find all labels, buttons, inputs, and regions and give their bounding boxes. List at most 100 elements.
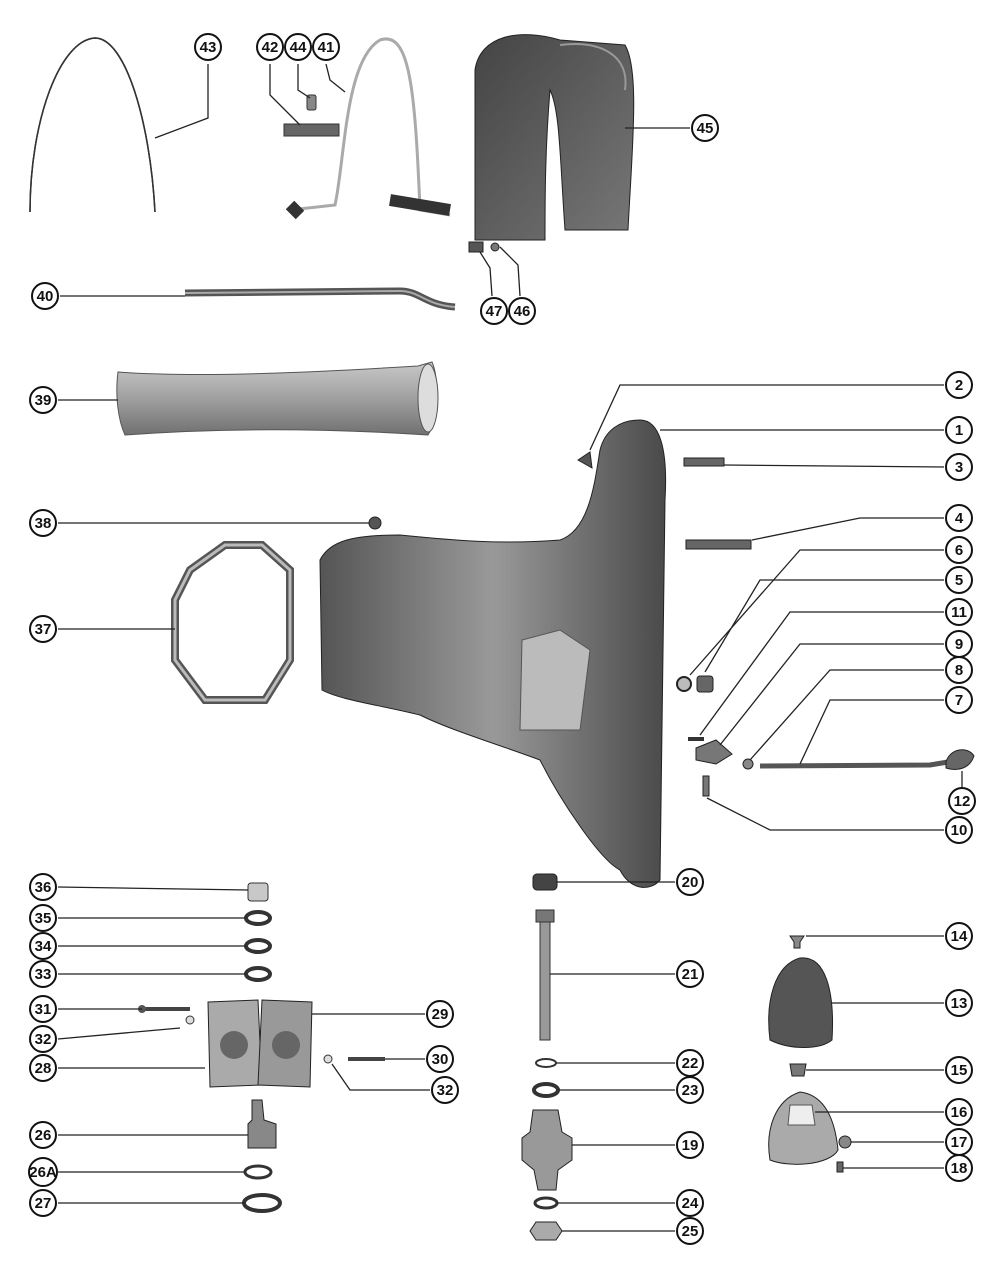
part-13-cover bbox=[768, 957, 833, 1048]
svg-text:2: 2 bbox=[955, 377, 963, 394]
svg-text:29: 29 bbox=[432, 1006, 449, 1023]
callout-32-right: 32 bbox=[431, 1076, 459, 1104]
callout-16: 16 bbox=[945, 1098, 973, 1126]
svg-text:36: 36 bbox=[35, 879, 52, 896]
callout-20: 20 bbox=[676, 868, 704, 896]
callout-35: 35 bbox=[29, 904, 57, 932]
callout-43: 43 bbox=[194, 33, 222, 61]
svg-text:13: 13 bbox=[951, 995, 968, 1012]
callout-21: 21 bbox=[676, 960, 704, 988]
svg-text:3: 3 bbox=[955, 459, 963, 476]
callout-3: 3 bbox=[945, 453, 973, 481]
part-25-nut bbox=[529, 1221, 563, 1241]
callout-41: 41 bbox=[312, 33, 340, 61]
svg-text:35: 35 bbox=[35, 910, 52, 927]
callout-9: 9 bbox=[945, 630, 973, 658]
callout-17: 17 bbox=[945, 1128, 973, 1156]
part-24-washer bbox=[533, 1196, 559, 1210]
callout-26: 26 bbox=[29, 1121, 57, 1149]
part-4-stud bbox=[685, 539, 752, 550]
callout-10: 10 bbox=[945, 816, 973, 844]
callout-12: 12 bbox=[948, 787, 976, 815]
part-35-ring bbox=[244, 910, 272, 926]
svg-text:17: 17 bbox=[951, 1134, 968, 1151]
callout-44: 44 bbox=[284, 33, 312, 61]
callout-18: 18 bbox=[945, 1154, 973, 1182]
svg-text:32: 32 bbox=[437, 1082, 454, 1099]
part-3-stud bbox=[683, 457, 725, 467]
svg-text:18: 18 bbox=[951, 1160, 968, 1177]
callout-38: 38 bbox=[29, 509, 57, 537]
part-38-nut bbox=[368, 516, 382, 530]
callout-47: 47 bbox=[480, 297, 508, 325]
svg-text:39: 39 bbox=[35, 392, 52, 409]
svg-text:5: 5 bbox=[955, 572, 963, 589]
part-39-tube bbox=[116, 361, 438, 436]
part-19-mount bbox=[521, 1109, 573, 1191]
part-2-clip bbox=[577, 451, 593, 469]
part-1-housing bbox=[319, 419, 667, 888]
part-26A-ring bbox=[243, 1164, 273, 1180]
svg-text:42: 42 bbox=[262, 39, 279, 56]
part-26-fitting bbox=[247, 1099, 277, 1149]
svg-text:28: 28 bbox=[35, 1060, 52, 1077]
svg-text:23: 23 bbox=[682, 1082, 699, 1099]
callout-26A: 26A bbox=[28, 1157, 58, 1187]
callout-7: 7 bbox=[945, 686, 973, 714]
part-7-rod bbox=[759, 759, 949, 769]
svg-text:7: 7 bbox=[955, 692, 963, 709]
svg-text:20: 20 bbox=[682, 874, 699, 891]
callout-13: 13 bbox=[945, 989, 973, 1017]
part-15-grommet bbox=[789, 1063, 807, 1077]
callout-8: 8 bbox=[945, 656, 973, 684]
part-33-ring bbox=[244, 966, 272, 982]
callout-25: 25 bbox=[676, 1217, 704, 1245]
svg-text:4: 4 bbox=[955, 510, 964, 527]
part-32-washer-a bbox=[185, 1015, 195, 1025]
svg-text:15: 15 bbox=[951, 1062, 968, 1079]
svg-text:1: 1 bbox=[955, 422, 963, 439]
part-6-washer bbox=[676, 676, 692, 692]
svg-text:26: 26 bbox=[35, 1127, 52, 1144]
callout-1: 1 bbox=[945, 416, 973, 444]
svg-text:14: 14 bbox=[951, 928, 968, 945]
callout-19: 19 bbox=[676, 1131, 704, 1159]
svg-text:25: 25 bbox=[682, 1223, 699, 1240]
svg-text:12: 12 bbox=[954, 793, 971, 810]
part-46-screw bbox=[490, 242, 500, 252]
callout-15: 15 bbox=[945, 1056, 973, 1084]
part-36-bushing bbox=[247, 882, 269, 902]
part-17-fastener bbox=[838, 1135, 852, 1149]
callout-42: 42 bbox=[256, 33, 284, 61]
part-43-seal bbox=[29, 37, 156, 213]
svg-text:11: 11 bbox=[951, 604, 967, 621]
part-47-clip bbox=[468, 241, 484, 253]
callout-30: 30 bbox=[426, 1045, 454, 1073]
svg-text:34: 34 bbox=[35, 938, 52, 955]
callout-24: 24 bbox=[676, 1189, 704, 1217]
svg-text:30: 30 bbox=[432, 1051, 449, 1068]
leader-lines bbox=[57, 63, 963, 1232]
callout-28: 28 bbox=[29, 1054, 57, 1082]
svg-text:10: 10 bbox=[951, 822, 968, 839]
callout-33: 33 bbox=[29, 960, 57, 988]
part-14-screw bbox=[789, 935, 805, 949]
part-10-screw bbox=[702, 775, 710, 797]
svg-text:27: 27 bbox=[35, 1195, 52, 1212]
svg-text:32: 32 bbox=[35, 1031, 52, 1048]
part-45-cowl bbox=[474, 34, 635, 241]
part-18-fastener bbox=[836, 1161, 844, 1173]
svg-text:46: 46 bbox=[514, 303, 531, 320]
svg-text:21: 21 bbox=[682, 966, 699, 983]
callout-29: 29 bbox=[426, 1000, 454, 1028]
part-21-bolt bbox=[539, 909, 551, 1041]
parts-layer bbox=[29, 34, 975, 1241]
part-11-pin bbox=[688, 737, 704, 741]
part-20-nut bbox=[532, 873, 558, 891]
callout-22: 22 bbox=[676, 1049, 704, 1077]
callout-46: 46 bbox=[508, 297, 536, 325]
svg-text:37: 37 bbox=[35, 621, 52, 638]
svg-text:40: 40 bbox=[37, 288, 54, 305]
svg-text:31: 31 bbox=[35, 1001, 52, 1018]
callout-11: 11 bbox=[945, 598, 973, 626]
